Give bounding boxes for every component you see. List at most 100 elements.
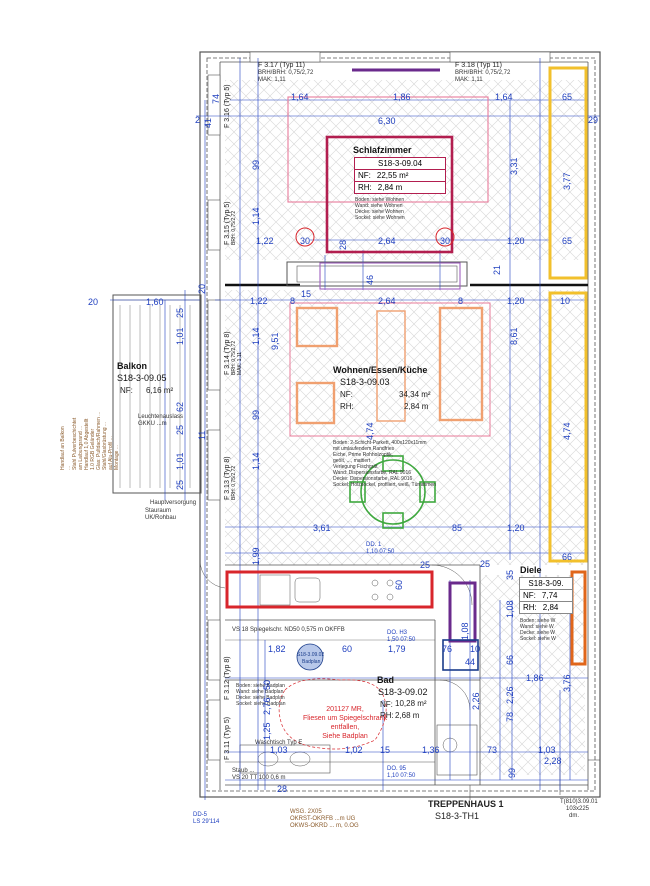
- dim-room-mid-2: 2,64: [378, 296, 396, 306]
- living-nf-value: 34,34 m²: [399, 390, 431, 399]
- dim-diele-0: 35: [505, 569, 515, 580]
- bath-revision-line-2: entfallen,: [330, 724, 360, 731]
- bath-revision-line-3: Siehe Badplan: [322, 733, 368, 740]
- living-zone: [289, 302, 491, 437]
- dining-table: [360, 459, 426, 525]
- bath-finish-2: Decke: siehe Badplan: [236, 695, 285, 701]
- chair-bottom: [382, 512, 404, 529]
- dim-top-3: 65: [562, 92, 573, 102]
- dim-bath-9: 2,28: [544, 756, 562, 766]
- dim-diele-5: 66: [505, 654, 515, 665]
- living-finish-3: geölt, ..., mattiert: [333, 458, 371, 464]
- dim-bath-14: 44: [465, 657, 476, 667]
- window-f318-brh: BRH/BRH: 0,75/2,72: [455, 70, 511, 76]
- dim-room-mid-1: 8: [290, 296, 296, 306]
- dim-left-edge-1: 41: [203, 117, 213, 128]
- bath-badplan-label: Badplan: [302, 659, 321, 665]
- dim-diele-cabinet: 1,08: [460, 622, 470, 640]
- bath-code: S18-3-09.02: [378, 687, 428, 697]
- dim-room-mid-3: 8: [458, 296, 464, 306]
- bath-nf-value: 10,28 m²: [395, 699, 427, 708]
- living-name: Wohnen/Essen/Küche: [333, 365, 428, 375]
- balcony-note-b-4: Montage ...: [114, 444, 120, 470]
- window-f316-label: F 3.16 (Typ 5): [224, 84, 231, 128]
- dim-row-30b: 30: [440, 236, 451, 246]
- balcony-notes-a: Handlauf an Balkon ... Stahl Pulverbesch…: [60, 418, 90, 470]
- living-nf-label: NF:: [340, 390, 353, 399]
- window-f317-brh: BRH/BRH: 0,75/2,72: [258, 70, 314, 76]
- dim-row-199: 1,99: [251, 547, 261, 565]
- dim-balkon-4: 10: [560, 296, 571, 306]
- window-f318-label: F 3.18 (Typ 11): [455, 62, 502, 69]
- dim-right-top: 3,77: [562, 172, 572, 190]
- dim-diele-3: 1,86: [526, 673, 544, 683]
- bedroom-finish-sockel: Sockel: siehe Wohnen: [355, 215, 405, 221]
- bath-rh-value: 2,68 m: [395, 711, 420, 720]
- living-finish-1: mit umlaufendem Randfries: [333, 446, 395, 452]
- dim-mid-inner-3: 1,14: [251, 452, 261, 470]
- dim-mid-left-4: 11: [197, 430, 207, 440]
- dim-row-120: 1,20: [507, 236, 525, 246]
- door-dm-label: dm.: [569, 813, 580, 819]
- balcony-code: S18-3-09.05: [117, 373, 167, 383]
- dim-room-mid-0: 1,22: [250, 296, 268, 306]
- bath-finishes: Boden: siehe Badplan Wand: siehe Badplan…: [236, 683, 285, 707]
- window-f318-mak: MAK: 1,11: [455, 77, 483, 83]
- dim-bath-8: 1,03: [538, 745, 556, 755]
- dim-row-85: 85: [452, 523, 463, 533]
- dim-top-1: 1,86: [393, 92, 411, 102]
- dim-row-30a: 30: [300, 236, 311, 246]
- window-f311-label: F 3.11 (Typ 5): [224, 716, 231, 760]
- bath-sink-marker: [296, 643, 324, 671]
- furniture-zones: [225, 66, 588, 750]
- diele-rh-row: RH:2,84: [520, 601, 572, 613]
- bath-finish-0: Boden: siehe Badplan: [236, 683, 285, 689]
- dim-bath-13: 10: [470, 644, 481, 654]
- dim-top-2: 1,64: [495, 92, 513, 102]
- wsg-line-1: OKRST-OKRFB ...m UG: [290, 816, 356, 822]
- storage-label: Stauraum: [145, 508, 172, 514]
- bedroom-finish-decke: Decke: siehe Wohnen: [355, 209, 404, 215]
- diele-finish-1: Wand: siehe W: [520, 624, 554, 630]
- window-f313-brh: BRH: 0,75/2,72: [231, 465, 237, 500]
- bottom-left-note-0: VS 20 TT 100 0,6 m: [232, 775, 286, 781]
- wsg-line-2: OKWS-OKRD ... m, 0.OG: [290, 823, 359, 829]
- dim-diele-1: 1,08: [505, 600, 515, 618]
- dim-mid-inner-0: 1,14: [251, 327, 261, 345]
- bedroom-name: Schlafzimmer: [353, 145, 412, 155]
- window-f312-label: F 3.12 (Typ 8): [224, 656, 231, 700]
- living-finish-7: Sockel: Holzsockel, profiliert, weiß, Tü…: [333, 482, 436, 488]
- bath-rh-label: RH:: [380, 711, 394, 720]
- floor-hatch-living: [225, 290, 587, 565]
- sofa-right: [438, 306, 484, 422]
- chair-top: [382, 455, 404, 472]
- dim-bath-0: 1,82: [268, 644, 286, 654]
- living-finish-2: Eiche, Prime Rohholzoptik,: [333, 452, 394, 458]
- dim-row-361: 3,61: [313, 523, 331, 533]
- dim-row-264: 2,64: [378, 236, 396, 246]
- dim-row-28: 28: [338, 239, 348, 250]
- mirror-cabinet-label: VS 18 Spiegelschr. ND50 0,575 m OKFFB: [232, 627, 345, 633]
- dim-left-top-2: 1,22: [256, 236, 274, 246]
- door-size-label: 103x225: [566, 806, 590, 812]
- dim-mid-left-5: 25: [175, 479, 185, 490]
- dim-bath-7: 73: [487, 745, 498, 755]
- living-rh-value: 2,84 m: [404, 402, 429, 411]
- ls-label: LS 29'114: [193, 819, 220, 825]
- table-center: [376, 310, 406, 422]
- window-f317-mak: MAK: 1,11: [258, 77, 286, 83]
- dim-bath-6: 1,36: [422, 745, 440, 755]
- bedroom-nf-value: 22,55 m²: [376, 171, 409, 180]
- bedroom-rh-row: RH:2,84 m: [355, 181, 445, 193]
- nightstand-right: [435, 227, 455, 247]
- balcony-name: Balkon: [117, 361, 148, 371]
- living-finish-6: Decke: Dispersionsfarbe, RAL 9016: [333, 476, 413, 482]
- door-label-do1b: 1,50 07:50: [387, 637, 416, 643]
- dim-diele-4: 3,76: [562, 674, 572, 692]
- bedroom-rh-label: RH:: [358, 183, 372, 192]
- dim-bottom-99: 99: [507, 767, 517, 778]
- dim-bath-4: 1,02: [345, 745, 363, 755]
- dim-right-mid: 4,74: [562, 422, 572, 440]
- dim-bath-10: 2,76: [262, 697, 272, 715]
- dim-row-25: 25: [420, 560, 431, 570]
